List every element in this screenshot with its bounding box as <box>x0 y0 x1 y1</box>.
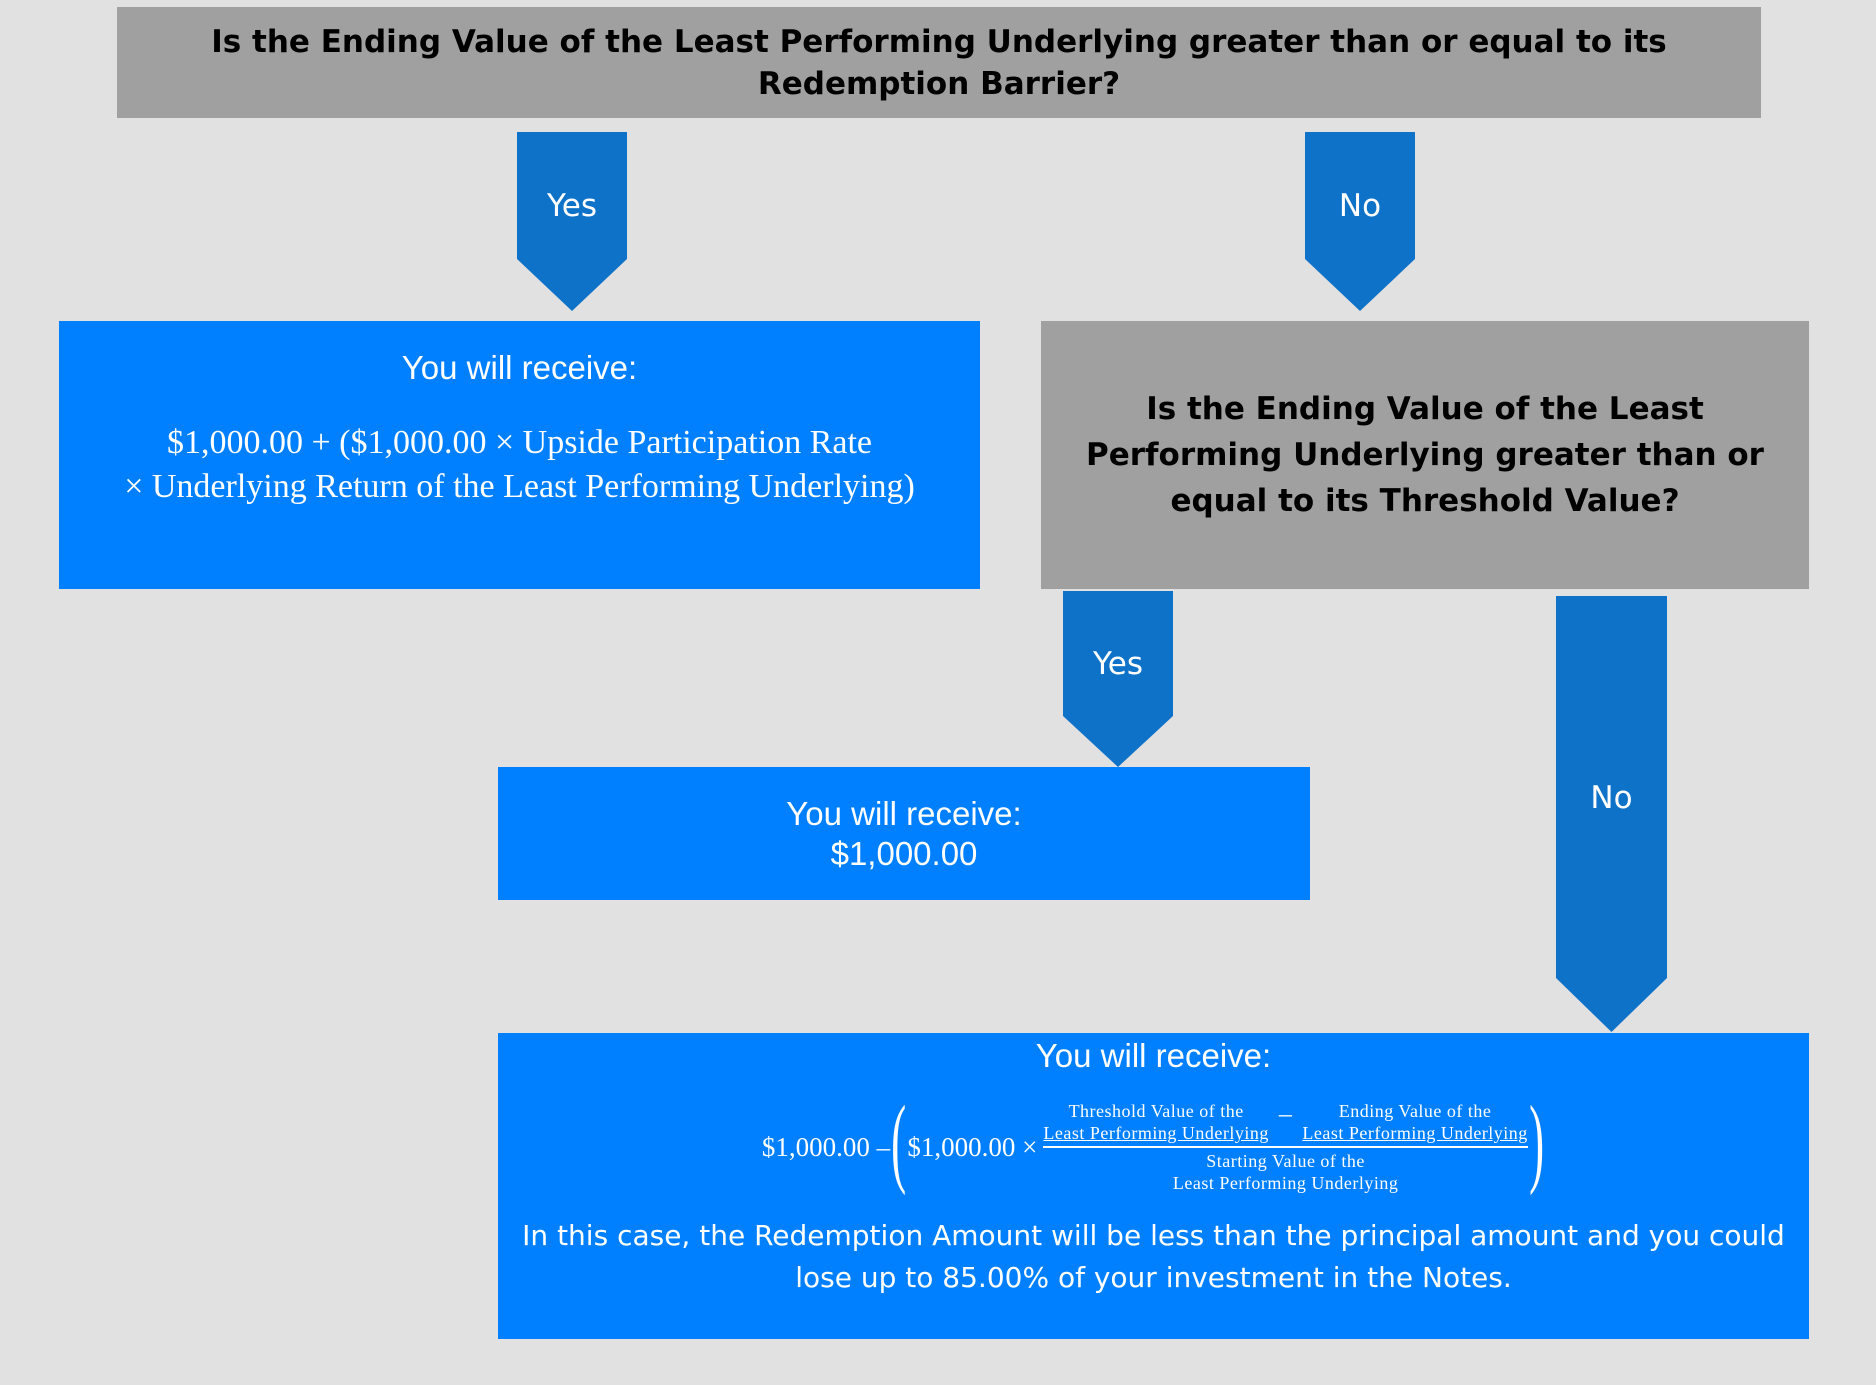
arrow-q1-yes: Yes <box>517 132 627 311</box>
term-line: Least Performing Underlying <box>1302 1123 1528 1143</box>
loss-warning-note: In this case, the Redemption Amount will… <box>522 1219 1785 1294</box>
formula-lead: $1,000.00 – <box>761 1131 891 1162</box>
fraction-denominator: Starting Value of the Least Performing U… <box>1173 1148 1398 1194</box>
formula-inner-lead: $1,000.00 × <box>907 1131 1038 1162</box>
arrow-q2-no-label: No <box>1590 780 1633 816</box>
arrow-q2-no: No <box>1556 596 1667 1032</box>
term-line: Ending Value of the <box>1338 1101 1492 1121</box>
term-line: Threshold Value of the <box>1068 1101 1244 1121</box>
arrow-down-icon <box>1305 132 1415 311</box>
arrow-q1-no-label: No <box>1338 188 1382 224</box>
term-line: Starting Value of the <box>1206 1151 1365 1171</box>
arrow-q1-no: No <box>1305 132 1415 311</box>
result-above-barrier-formula: $1,000.00 + ($1,000.00 × Upside Particip… <box>124 421 915 509</box>
loss-formula: $1,000.00 – ( $1,000.00 × Threshold Valu… <box>761 1091 1545 1197</box>
result-above-threshold-amount: $1,000.00 <box>830 834 978 872</box>
arrow-q2-yes: Yes <box>1063 591 1173 767</box>
ending-value-term: Ending Value of the Least Performing Und… <box>1302 1100 1527 1144</box>
term-line: Least Performing Underlying <box>1043 1123 1269 1143</box>
question-redemption-barrier-text: Is the Ending Value of the Least Perform… <box>211 23 1667 102</box>
arrow-down-icon <box>517 132 627 311</box>
minus-sign: – <box>1278 1099 1293 1128</box>
result-above-threshold: You will receive: $1,000.00 <box>498 767 1310 900</box>
result-above-threshold-heading: You will receive: <box>786 794 1022 832</box>
question-threshold-value: Is the Ending Value of the Least Perform… <box>1041 321 1809 589</box>
arrow-q2-yes-label: Yes <box>1092 646 1144 682</box>
question-redemption-barrier: Is the Ending Value of the Least Perform… <box>117 7 1761 118</box>
arrow-q1-yes-label: Yes <box>546 188 598 224</box>
result-below-threshold: You will receive: $1,000.00 – ( $1,000.0… <box>498 1033 1809 1339</box>
fraction-numerator: Threshold Value of the Least Performing … <box>1043 1099 1528 1148</box>
close-paren: ) <box>1528 1085 1544 1196</box>
formula-line-1: $1,000.00 + ($1,000.00 × Upside Particip… <box>166 424 873 461</box>
result-below-threshold-heading: You will receive: <box>1035 1037 1272 1074</box>
result-above-barrier-heading: You will receive: <box>401 349 638 386</box>
formula-line-2: × Underlying Return of the Least Perform… <box>124 468 915 505</box>
term-line: Least Performing Underlying <box>1172 1173 1399 1193</box>
arrow-down-icon <box>1556 596 1667 1032</box>
result-above-barrier: You will receive: $1,000.00 + ($1,000.00… <box>59 321 980 589</box>
arrow-down-icon <box>1063 591 1173 767</box>
open-paren: ( <box>891 1085 907 1196</box>
question-threshold-value-text: Is the Ending Value of the Least Perform… <box>1086 391 1764 519</box>
formula-fraction: Threshold Value of the Least Performing … <box>1043 1099 1528 1194</box>
threshold-value-term: Threshold Value of the Least Performing … <box>1043 1100 1268 1144</box>
